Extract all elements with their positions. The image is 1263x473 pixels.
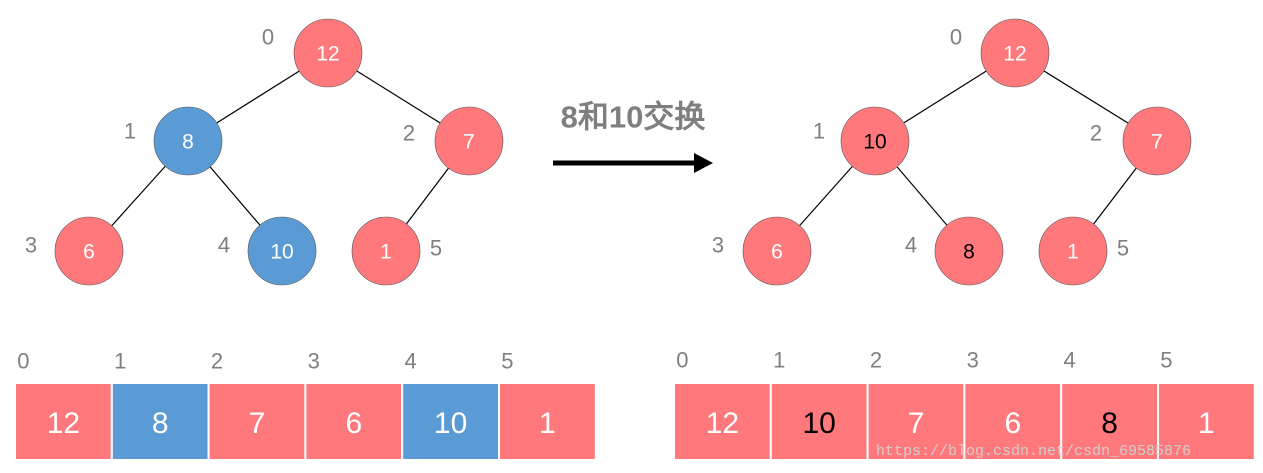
after-node-value-4: 8 <box>963 241 975 264</box>
swap-caption: 8和10交换 <box>561 100 706 135</box>
before-array: 12 0 8 1 7 2 6 3 10 4 1 5 <box>14 349 597 461</box>
after-node-value-0: 12 <box>1003 43 1026 66</box>
before-node-value-3: 6 <box>83 241 95 264</box>
before-node-1 <box>153 106 223 176</box>
after-cell-value-0: 12 <box>706 407 739 440</box>
after-cell-index-2: 2 <box>870 348 882 373</box>
before-node-index-2: 2 <box>403 121 415 146</box>
before-cell-4 <box>401 382 501 461</box>
before-node-4 <box>247 216 317 286</box>
before-cell-index-1: 1 <box>114 349 126 374</box>
before-node-3 <box>54 216 124 286</box>
after-cell-5 <box>1157 382 1256 461</box>
before-cell-1 <box>110 382 210 461</box>
before-cell-value-4: 10 <box>434 407 467 440</box>
after-node-2 <box>1122 106 1192 176</box>
after-cell-index-5: 5 <box>1160 348 1172 373</box>
after-cell-value-3: 6 <box>1004 407 1021 440</box>
before-cell-index-3: 3 <box>308 349 320 374</box>
watermark: https://blog.csdn.net/csdn_69585876 <box>876 443 1191 460</box>
before-node-value-0: 12 <box>316 43 339 66</box>
after-node-index-3: 3 <box>712 233 724 258</box>
after-node-0 <box>980 18 1050 88</box>
after-cell-1 <box>769 382 869 461</box>
after-cell-value-2: 7 <box>908 407 925 440</box>
after-node-index-0: 0 <box>950 25 962 50</box>
before-node-2 <box>434 106 504 176</box>
after-cell-value-5: 1 <box>1198 407 1215 440</box>
after-cell-value-1: 10 <box>803 407 836 440</box>
before-cell-index-2: 2 <box>211 349 223 374</box>
before-cell-index-4: 4 <box>404 349 416 374</box>
after-array: 12 0 10 1 7 2 6 3 8 4 1 5 <box>673 348 1256 461</box>
before-cell-index-0: 0 <box>17 349 29 374</box>
after-node-3 <box>742 216 812 286</box>
before-cell-value-0: 12 <box>47 407 80 440</box>
before-node-index-0: 0 <box>262 25 274 50</box>
before-node-value-4: 10 <box>270 241 293 264</box>
after-node-4 <box>934 216 1004 286</box>
after-cell-0 <box>673 382 772 461</box>
after-node-5 <box>1038 216 1108 286</box>
before-cell-value-2: 7 <box>249 407 266 440</box>
after-node-index-4: 4 <box>905 233 917 258</box>
after-node-index-5: 5 <box>1117 236 1129 261</box>
after-cell-index-0: 0 <box>676 348 688 373</box>
before-node-value-1: 8 <box>182 131 194 154</box>
after-cell-value-4: 8 <box>1101 407 1118 440</box>
after-node-value-5: 1 <box>1067 241 1079 264</box>
before-cell-index-5: 5 <box>501 349 513 374</box>
before-cell-value-5: 1 <box>539 407 556 440</box>
before-node-value-2: 7 <box>463 131 475 154</box>
swap-caption-group: 8和10交换 <box>553 100 713 173</box>
after-node-value-2: 7 <box>1151 131 1163 154</box>
after-cell-4 <box>1060 382 1159 461</box>
before-node-0 <box>293 18 363 88</box>
after-node-index-2: 2 <box>1090 121 1102 146</box>
before-cell-value-1: 8 <box>152 407 169 440</box>
before-node-index-4: 4 <box>218 233 230 258</box>
after-tree: 12 0 10 1 7 2 6 3 8 4 1 5 <box>712 18 1192 286</box>
before-node-index-3: 3 <box>25 233 37 258</box>
before-tree: 12 0 8 1 7 2 6 3 10 4 1 5 <box>25 18 504 286</box>
before-node-5 <box>351 216 421 286</box>
after-node-value-3: 6 <box>771 241 783 264</box>
after-cell-3 <box>963 382 1063 461</box>
after-cell-index-4: 4 <box>1063 348 1075 373</box>
after-node-1 <box>840 106 910 176</box>
after-node-index-1: 1 <box>813 119 825 144</box>
before-node-index-5: 5 <box>430 236 442 261</box>
after-cell-index-1: 1 <box>773 348 785 373</box>
before-cell-5 <box>498 382 597 461</box>
before-cell-3 <box>304 382 404 461</box>
arrow-right-icon <box>694 153 713 173</box>
before-cell-2 <box>207 382 307 461</box>
before-cell-value-3: 6 <box>345 407 362 440</box>
before-node-value-5: 1 <box>380 241 392 264</box>
after-cell-2 <box>866 382 966 461</box>
before-node-index-1: 1 <box>124 119 136 144</box>
after-cell-index-3: 3 <box>967 348 979 373</box>
after-node-value-1: 10 <box>863 131 886 154</box>
